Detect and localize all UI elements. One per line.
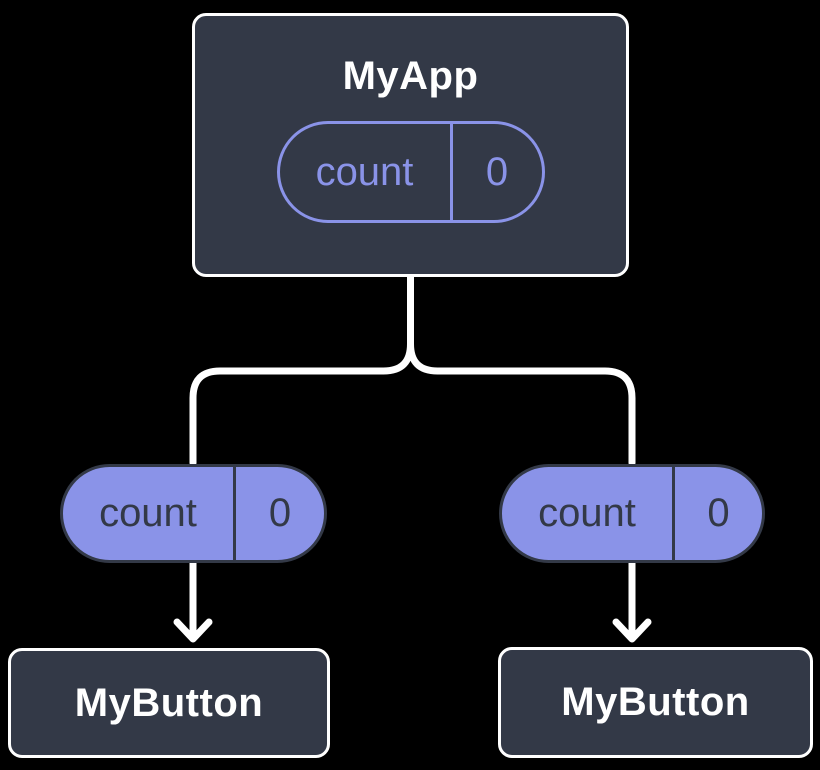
pill-divider xyxy=(672,467,675,560)
arrow-down-icon xyxy=(612,618,652,643)
state-value-label: 0 xyxy=(485,149,509,194)
edge-root-to-right-pill xyxy=(407,273,636,467)
root-state-pill: count 0 xyxy=(276,121,545,223)
state-name-label: count xyxy=(99,491,197,535)
state-name-label: count xyxy=(315,149,414,194)
root-node-title: MyApp xyxy=(342,54,479,98)
pill-divider xyxy=(449,124,453,220)
left-component-node-mybutton: MyButton xyxy=(8,648,330,758)
child-node-title: MyButton xyxy=(74,680,264,725)
child-node-title: MyButton xyxy=(561,680,750,724)
pill-divider xyxy=(233,467,236,560)
arrow-down-icon xyxy=(173,618,213,643)
state-value-label: 0 xyxy=(707,491,730,535)
state-name-label: count xyxy=(538,491,636,535)
edge-root-to-left-pill xyxy=(189,273,414,467)
right-state-pill: count 0 xyxy=(499,464,765,563)
left-state-pill: count 0 xyxy=(60,464,327,563)
state-value-label: 0 xyxy=(268,491,292,535)
root-component-node-myapp: MyApp count 0 xyxy=(192,13,629,277)
right-component-node-mybutton: MyButton xyxy=(498,647,813,758)
